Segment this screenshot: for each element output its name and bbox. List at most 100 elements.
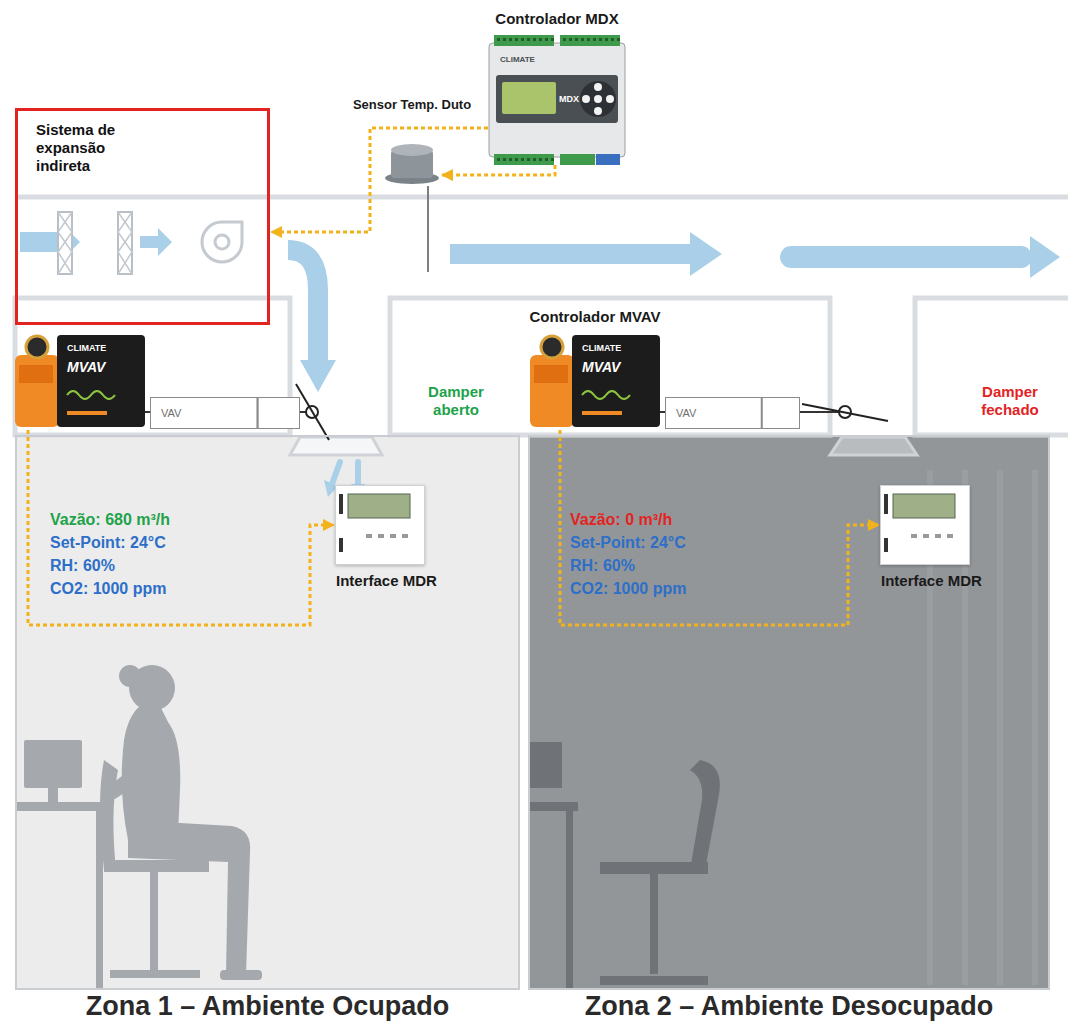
rect-shape — [533, 38, 536, 41]
rect-shape — [599, 38, 602, 41]
rect-shape — [605, 38, 608, 41]
rect-shape — [527, 158, 530, 161]
node-text: Controlador MVAV — [529, 308, 660, 325]
rect-shape — [496, 75, 618, 123]
controller-device: Controlador MDXCLIMATEMDX — [488, 35, 626, 165]
line-shape — [58, 212, 72, 232]
rect-shape — [534, 365, 568, 383]
rect-shape — [509, 158, 512, 161]
rect-shape — [581, 38, 584, 41]
annotation-label: CO2: 1000 ppm — [570, 579, 686, 598]
rect-shape — [780, 246, 1032, 268]
svg-shape — [488, 35, 626, 165]
g-shape — [58, 212, 132, 274]
line-shape — [997, 470, 1003, 985]
rect-shape — [503, 38, 506, 41]
rect-shape — [58, 212, 72, 274]
rect-shape — [390, 298, 830, 435]
rect-shape — [402, 534, 408, 538]
rect-shape — [563, 38, 566, 41]
node-text: VAV — [161, 407, 181, 419]
line-shape — [256, 398, 258, 428]
rect-shape — [650, 874, 658, 974]
line-shape — [118, 212, 132, 232]
svg-shape — [881, 486, 969, 564]
rect-shape — [502, 82, 556, 114]
line-shape — [118, 212, 132, 232]
rect-shape — [884, 538, 888, 552]
line-shape — [761, 398, 763, 428]
rect-shape — [572, 335, 660, 427]
rect-shape — [494, 35, 554, 46]
rect-shape — [489, 43, 625, 157]
circle-shape — [594, 95, 602, 103]
line-shape — [118, 252, 132, 274]
node-text: MVAV — [67, 359, 105, 375]
line-shape — [58, 252, 72, 274]
rect-shape — [104, 860, 209, 872]
rect-shape — [24, 740, 82, 788]
annotation-label: CO2: 1000 ppm — [50, 579, 166, 598]
path-shape — [202, 222, 242, 262]
rect-shape — [378, 534, 384, 538]
rect-shape — [118, 212, 132, 274]
rect-shape — [515, 38, 518, 41]
line-shape — [355, 462, 361, 486]
rect-shape — [935, 534, 941, 538]
circle-shape — [119, 665, 141, 687]
rect-shape — [515, 158, 518, 161]
annotation-label: Damper aberto — [420, 383, 492, 419]
rect-shape — [527, 38, 530, 41]
rect-shape — [566, 811, 573, 988]
rect-shape — [497, 38, 500, 41]
temperature-sensor: Sensor Temp. Duto — [383, 140, 441, 185]
polygon-shape — [290, 437, 382, 455]
rect-shape — [560, 154, 595, 165]
rect-shape — [220, 970, 262, 980]
line-shape — [1032, 470, 1038, 985]
rect-shape — [923, 534, 929, 538]
node-text: MDX — [559, 94, 579, 104]
rect-shape — [521, 38, 524, 41]
polygon-shape — [450, 232, 722, 276]
rect-shape — [911, 534, 917, 538]
circle-shape — [541, 336, 563, 358]
circle-shape — [606, 95, 614, 103]
path-shape — [112, 730, 160, 792]
polygon-shape — [140, 228, 172, 256]
node-text: Sensor Temp. Duto — [353, 97, 471, 112]
vav-box: VAV — [150, 397, 300, 429]
rect-shape — [19, 365, 53, 383]
node-text: Interface MDR — [881, 572, 982, 589]
polygon-shape — [830, 437, 917, 455]
rect-shape — [339, 538, 343, 552]
rect-shape — [893, 494, 955, 518]
signal-arrow — [560, 430, 880, 625]
rect-shape — [593, 38, 596, 41]
path-shape — [690, 760, 720, 870]
g-shape — [15, 665, 262, 988]
annotation-label: Set-Point: 24°C — [570, 533, 686, 552]
line-shape — [58, 252, 72, 274]
rect-shape — [884, 494, 888, 514]
polygon-shape — [1030, 236, 1060, 278]
rect-shape — [110, 970, 200, 978]
node-text: Sistema de expansão indireta — [36, 121, 148, 175]
rect-shape — [509, 38, 512, 41]
rect-shape — [150, 872, 158, 972]
annotation-label: Damper fechado — [972, 383, 1048, 419]
equipment-outline: Sistema de expansão indireta — [15, 108, 270, 325]
g-shape — [332, 462, 358, 486]
annotation-label: Vazão: 0 m³/h — [570, 510, 672, 529]
rect-shape — [551, 38, 554, 41]
rect-shape — [339, 494, 343, 514]
signal-arrow — [270, 128, 488, 232]
rect-shape — [582, 411, 622, 415]
node-text: Zona 2 – Ambiente Desocupado — [530, 991, 1048, 1022]
rect-shape — [67, 411, 107, 415]
g-shape — [58, 212, 132, 274]
node-text: CLIMATE — [582, 343, 621, 353]
rect-shape — [57, 335, 145, 427]
interface-device: Interface MDR — [335, 485, 425, 565]
